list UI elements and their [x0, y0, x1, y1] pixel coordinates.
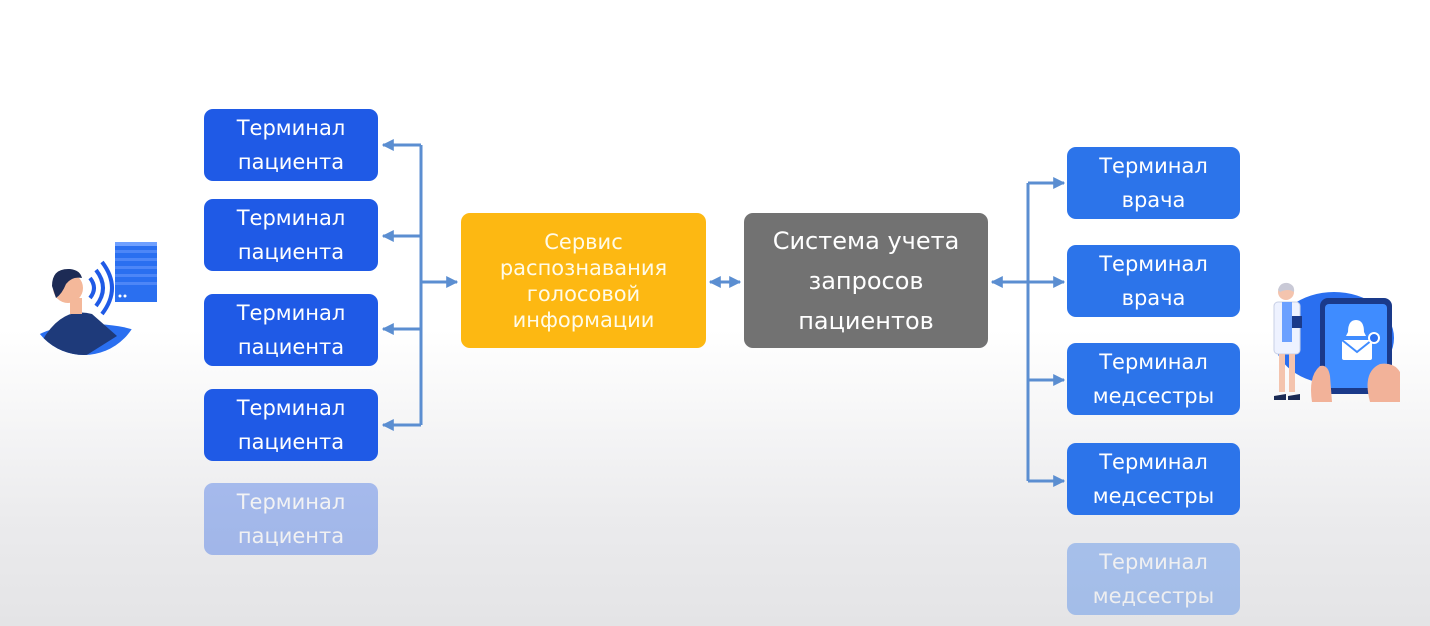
patient-terminal-5-faded: Терминал пациента [204, 483, 378, 555]
patient-terminal-role: пациента [237, 335, 345, 359]
service-line-4: информации [512, 307, 655, 332]
service-line-1: Сервис [544, 229, 623, 254]
nurse-terminal-role: медсестры [1092, 384, 1215, 408]
patient-terminal-title: Терминал [236, 206, 346, 230]
doctor-terminal-title: Терминал [1099, 154, 1208, 178]
nurse-terminal-1: Терминал медсестры [1067, 343, 1240, 415]
nurse-terminal-role: медсестры [1092, 484, 1215, 508]
service-line-3: голосовой [526, 281, 641, 306]
doctor-terminal-1: Терминал врача [1067, 147, 1240, 219]
patient-terminal-role: пациента [237, 524, 345, 548]
nurse-terminal-title: Терминал [1099, 550, 1208, 574]
service-line-2: распознавания [499, 255, 668, 280]
doctor-notification-illustration [1273, 282, 1400, 402]
patient-terminal-2: Терминал пациента [204, 199, 378, 271]
patient-terminal-title: Терминал [236, 490, 346, 514]
patient-voice-illustration [27, 241, 157, 355]
nurse-terminal-3-faded: Терминал медсестры [1067, 543, 1240, 615]
patient-terminal-role: пациента [237, 430, 345, 454]
doctor-terminal-2: Терминал врача [1067, 245, 1240, 317]
patient-terminal-3: Терминал пациента [204, 294, 378, 366]
doctor-terminal-role: врача [1121, 188, 1186, 212]
patient-terminal-role: пациента [237, 150, 345, 174]
doctor-terminal-role: врача [1121, 286, 1186, 310]
patient-request-system: Система учета запросов пациентов [744, 213, 988, 348]
patient-terminal-1: Терминал пациента [204, 109, 378, 181]
patient-terminal-title: Терминал [236, 116, 346, 140]
doctor-terminal-title: Терминал [1099, 252, 1208, 276]
system-line-2: запросов [808, 266, 924, 295]
patient-terminal-title: Терминал [236, 301, 346, 325]
voice-recognition-service: Сервис распознавания голосовой информаци… [461, 213, 706, 348]
patient-terminal-4: Терминал пациента [204, 389, 378, 461]
nurse-terminal-2: Терминал медсестры [1067, 443, 1240, 515]
nurse-terminal-title: Терминал [1099, 450, 1208, 474]
system-line-3: пациентов [798, 306, 934, 335]
patient-terminal-role: пациента [237, 240, 345, 264]
nurse-terminal-title: Терминал [1099, 350, 1208, 374]
nurse-terminal-role: медсестры [1092, 584, 1215, 608]
patient-terminal-title: Терминал [236, 396, 346, 420]
system-line-1: Система учета [772, 226, 960, 255]
